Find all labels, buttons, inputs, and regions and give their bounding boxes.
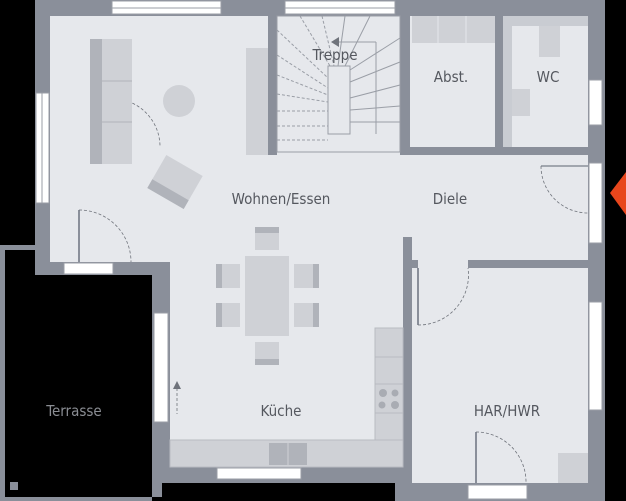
dining-table	[245, 256, 289, 336]
floor-har	[412, 268, 588, 483]
armchair	[147, 155, 203, 209]
stair-arrow-icon	[331, 37, 339, 47]
staircase	[276, 15, 401, 153]
label-wohnen-essen: Wohnen/Essen	[232, 190, 331, 208]
terrace	[0, 245, 152, 501]
entrance-arrow-icon	[610, 172, 626, 215]
label-wc: WC	[537, 68, 560, 86]
label-abst: Abst.	[434, 68, 468, 86]
label-terrasse: Terrasse	[45, 402, 101, 420]
label-diele: Diele	[433, 190, 468, 208]
toilet	[539, 26, 560, 57]
windows	[35, 0, 603, 500]
shelf	[412, 16, 495, 43]
terrace-post	[10, 482, 18, 490]
floor-diele	[400, 155, 588, 260]
entrance-door[interactable]	[540, 162, 603, 244]
label-treppe: Treppe	[312, 46, 358, 64]
utility-unit	[558, 453, 588, 483]
wash-basin	[512, 89, 530, 116]
sideboard	[246, 48, 268, 155]
room-labels: Treppe Abst. WC Wohnen/Essen Diele Küche…	[45, 46, 559, 420]
cooktop	[378, 389, 399, 409]
label-kueche: Küche	[261, 402, 302, 420]
furniture	[90, 16, 588, 483]
arrow-up-icon	[173, 381, 181, 389]
coffee-table	[163, 85, 195, 117]
label-har-hwr: HAR/HWR	[474, 402, 540, 420]
